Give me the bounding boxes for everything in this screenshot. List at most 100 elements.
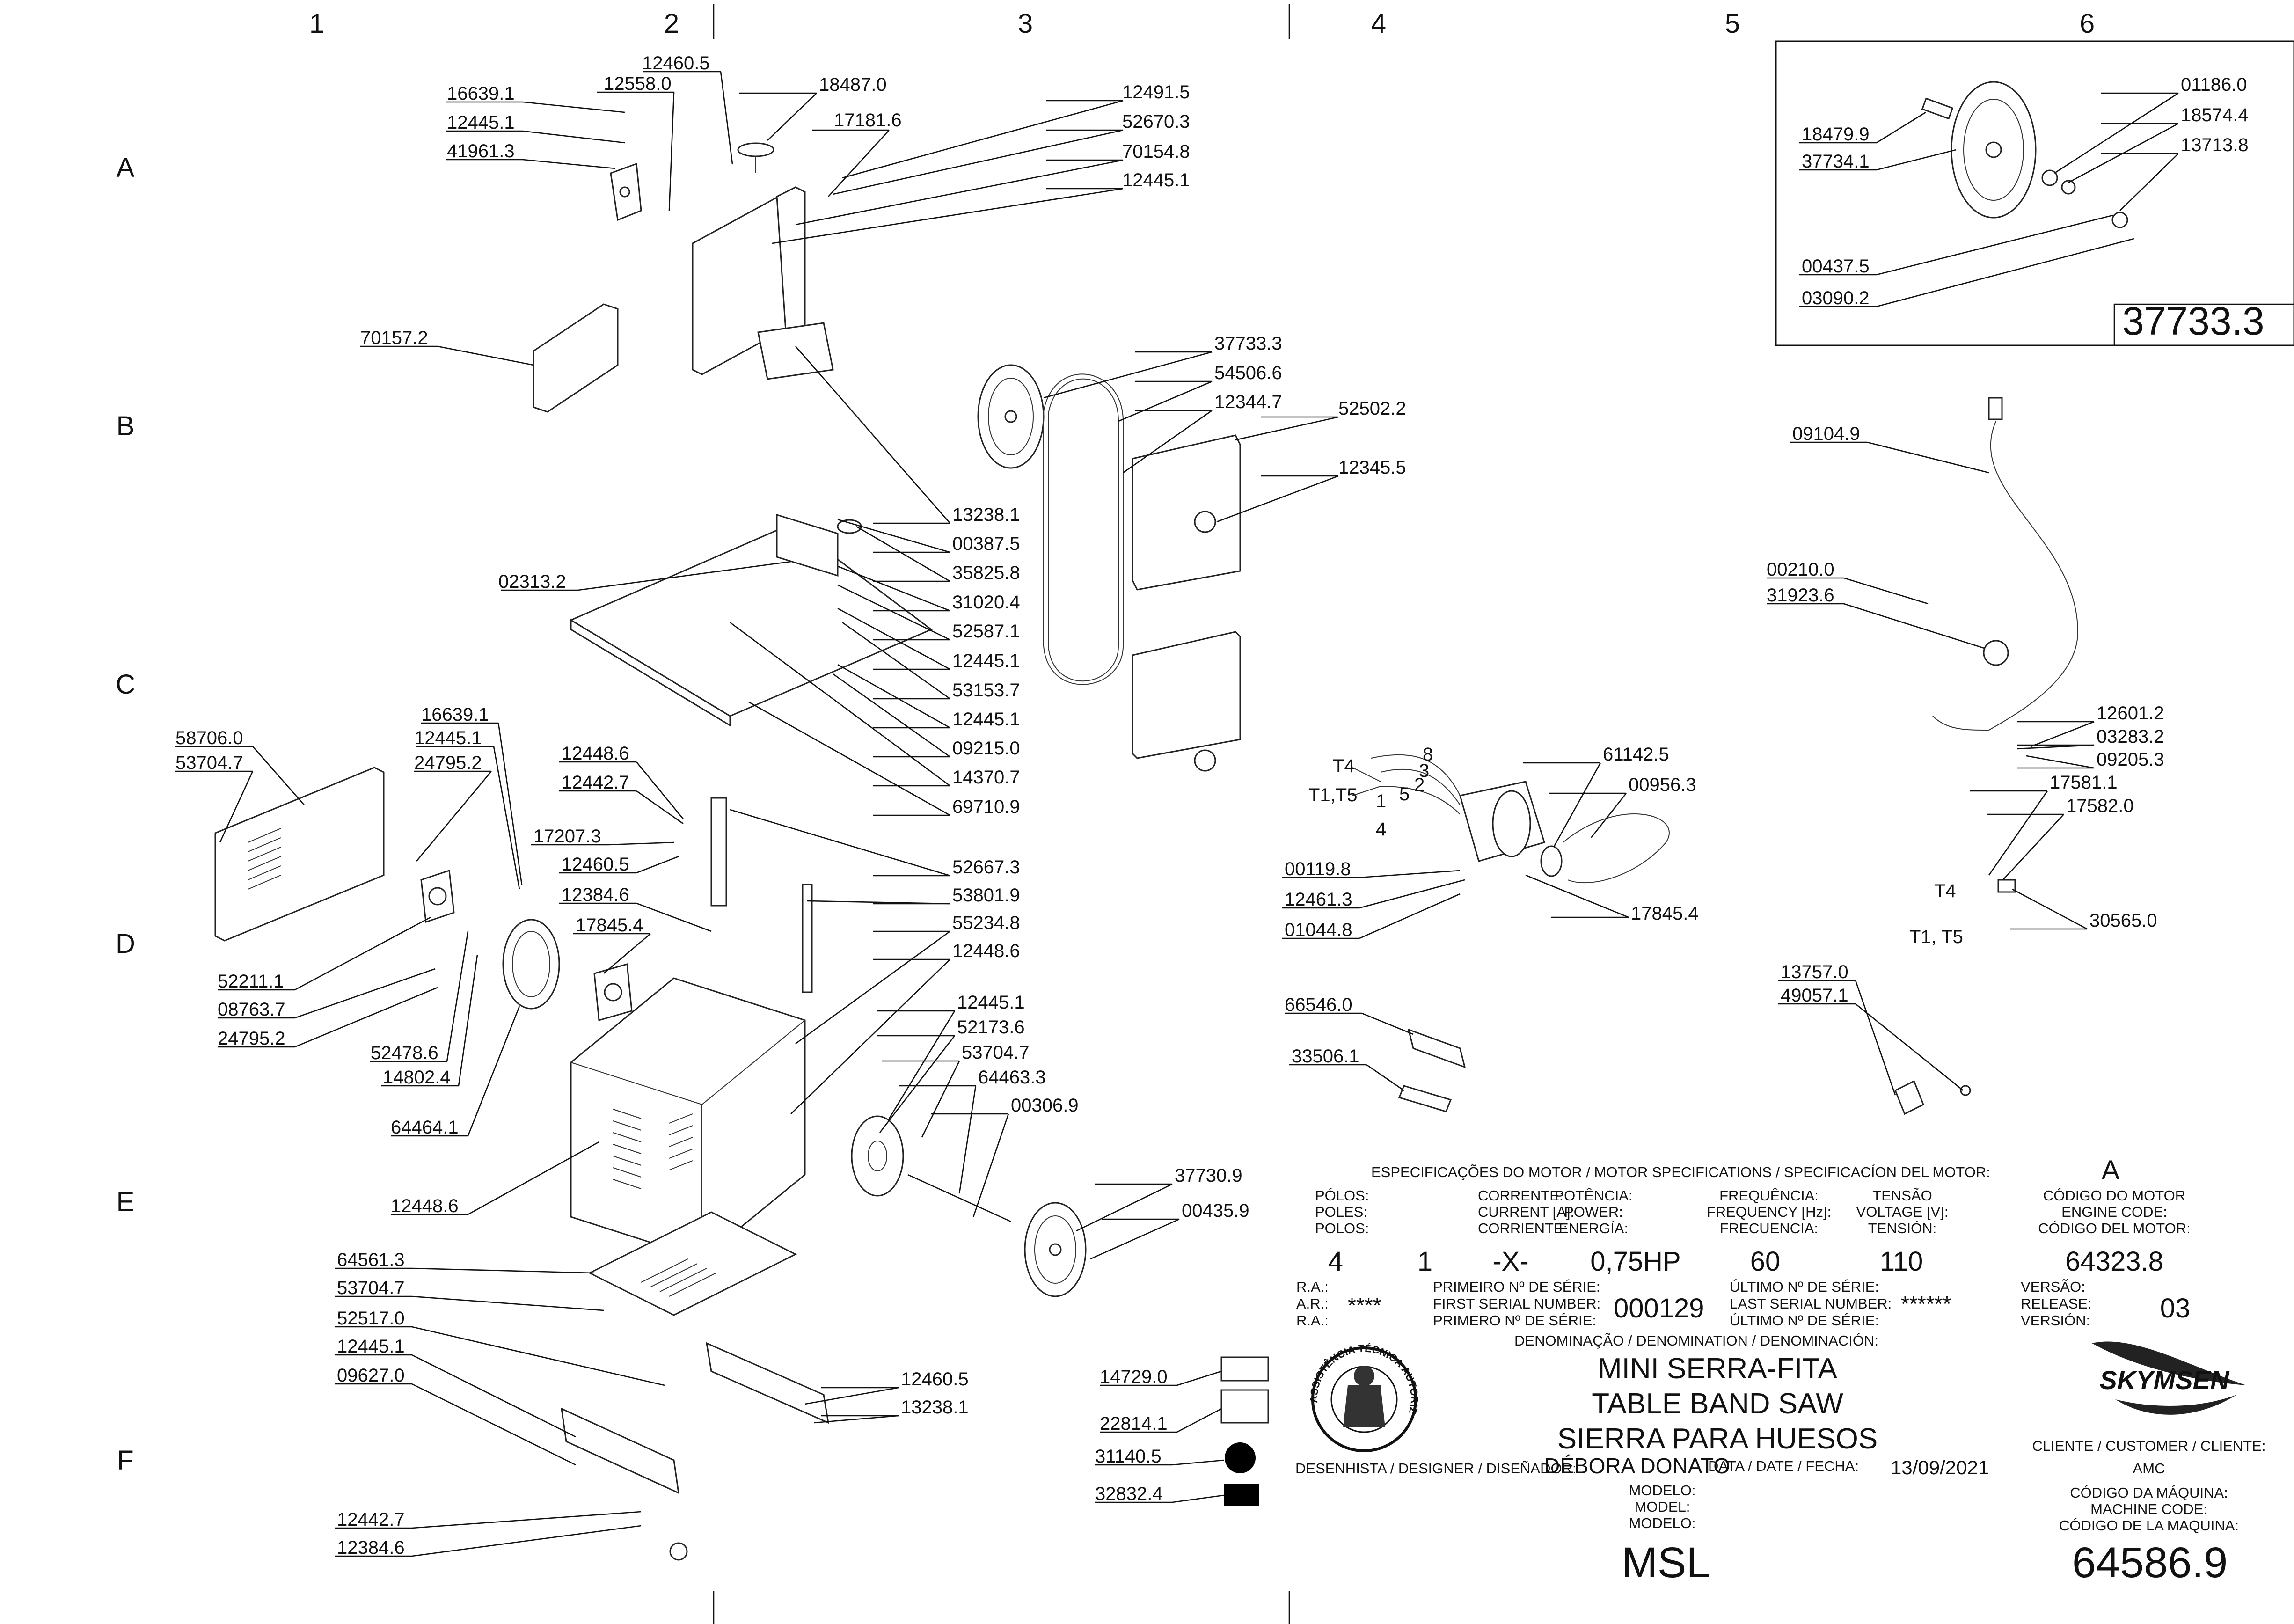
- grid-col-3: 3: [1018, 8, 1033, 39]
- leader-line: [411, 1354, 576, 1438]
- part-label-12445-1: 12445.1: [414, 728, 482, 748]
- leader-line: [833, 673, 950, 758]
- leader-line: [837, 664, 950, 729]
- lower-wheel-left: [502, 919, 560, 1010]
- hdr-power-en: POWER:: [1564, 1204, 1623, 1220]
- grid-labels: 1 2 3 4 5 6 A B C D E F: [116, 4, 2095, 1624]
- part-label-12448-6: 12448.6: [952, 941, 1020, 961]
- right-foot: [706, 1342, 829, 1424]
- leader-line: [1553, 762, 1601, 848]
- wire-number-8: 8: [1423, 744, 1433, 765]
- leader-line: [1855, 980, 1896, 1096]
- leader-line: [522, 101, 625, 113]
- leader-line: [2026, 755, 2095, 769]
- grid-row-B: B: [117, 411, 135, 441]
- part-label-52517-0: 52517.0: [337, 1308, 405, 1329]
- cable-gland: [1983, 640, 2009, 666]
- leader-line: [1235, 416, 1339, 441]
- tray-vents: [641, 1258, 716, 1297]
- power-cable: [1988, 421, 2079, 731]
- leader-line: [837, 584, 950, 641]
- part-label-16639-1: 16639.1: [421, 704, 489, 725]
- part-label-12445-1: 12445.1: [957, 992, 1025, 1013]
- leader-line: [522, 130, 625, 144]
- hdr-power-es: ENERGÍA:: [1559, 1220, 1628, 1236]
- leader-line: [1359, 870, 1461, 878]
- leader-line: [2031, 721, 2095, 747]
- skymsen-logo: SKYMSEN: [2092, 1341, 2246, 1415]
- column-tube: [710, 797, 727, 907]
- part-label-53704-7: 53704.7: [175, 753, 243, 773]
- motor-pulley: [1540, 845, 1563, 877]
- power-cable-branch: [1932, 716, 1989, 731]
- leader-line: [1876, 111, 1926, 144]
- part-label-35825-8: 35825.8: [952, 563, 1020, 583]
- grid-row-D: D: [116, 929, 135, 959]
- housing-knob: [1194, 511, 1216, 533]
- value-current: -X-: [1492, 1246, 1528, 1277]
- motor-wires: [1371, 754, 1461, 815]
- last-serial-label-en: LAST SERIAL NUMBER:: [1730, 1295, 1892, 1312]
- part-label-00306-9: 00306.9: [1011, 1095, 1079, 1116]
- model-label-pt: MODELO:: [1629, 1482, 1696, 1499]
- part-label-09104-9: 09104.9: [1792, 424, 1860, 444]
- leader-line: [2012, 888, 2088, 930]
- leader-line: [888, 1010, 956, 1119]
- ra-value: ****: [1348, 1293, 1381, 1317]
- part-illustrations: [214, 81, 2128, 1561]
- leader-line: [1876, 149, 1957, 171]
- part-label-49057-1: 49057.1: [1781, 985, 1848, 1006]
- date-label: DATA / DATE / FECHA:: [1708, 1458, 1859, 1474]
- part-label-18574-4: 18574.4: [2181, 105, 2249, 125]
- part-label-00435-9: 00435.9: [1182, 1200, 1249, 1221]
- leader-line: [411, 1525, 642, 1557]
- wire-number-4: 4: [1376, 819, 1386, 840]
- brand-name: SKYMSEN: [2100, 1365, 2230, 1395]
- designer-name: DÉBORA DONATO: [1544, 1454, 1730, 1478]
- leader-line: [1176, 1408, 1222, 1433]
- upper-right-housing: [1132, 434, 1241, 591]
- grid-col-5: 5: [1725, 8, 1740, 39]
- part-label-53704-7: 53704.7: [962, 1042, 1030, 1063]
- leader-line: [2016, 744, 2095, 750]
- ra-label-3: R.A.:: [1296, 1312, 1329, 1329]
- bottom-tray: [588, 1211, 797, 1316]
- part-label-17582-0: 17582.0: [2066, 796, 2134, 816]
- leader-line: [577, 561, 791, 591]
- leader-line: [493, 746, 520, 890]
- leader-line: [828, 130, 890, 197]
- side-panel: [214, 767, 385, 942]
- machine-code-label-en: MACHINE CODE:: [2090, 1501, 2207, 1517]
- hdr-current-es: CORRIENTE:: [1478, 1220, 1567, 1236]
- hdr-voltage-es: TENSIÓN:: [1868, 1220, 1936, 1236]
- part-label-14370-7: 14370.7: [952, 767, 1020, 788]
- leader-line: [1867, 441, 1989, 474]
- part-label-12445-1: 12445.1: [447, 112, 515, 133]
- part-label-41961-3: 41961.3: [447, 141, 515, 161]
- part-label-13713-8: 13713.8: [2181, 135, 2249, 155]
- part-label-18479-9: 18479.9: [1802, 124, 1870, 145]
- leader-line: [294, 987, 438, 1048]
- rubber-foot: [669, 1542, 688, 1561]
- part-label-13238-1: 13238.1: [901, 1397, 969, 1418]
- version-label-es: VERSIÓN:: [2021, 1312, 2090, 1329]
- part-label-17845-4: 17845.4: [576, 915, 643, 936]
- part-label-52587-1: 52587.1: [952, 621, 1020, 642]
- wiring-leader-t4: [1352, 767, 1381, 782]
- wiring-label-t1t5: T1,T5: [1308, 785, 1357, 805]
- work-table-edge: [570, 619, 731, 727]
- name-es: SIERRA PARA HUESOS: [1557, 1423, 1878, 1455]
- grid-row-C: C: [116, 669, 135, 700]
- part-label-64561-3: 64561.3: [337, 1250, 405, 1270]
- part-label-00210-0: 00210.0: [1767, 559, 1834, 580]
- leader-line: [636, 902, 712, 932]
- leader-line: [1988, 790, 2048, 876]
- leader-line: [416, 771, 492, 862]
- drive-pulley-hub: [868, 1141, 887, 1171]
- value-motor-code: 64323.8: [2065, 1246, 2163, 1277]
- leader-line: [411, 1511, 642, 1529]
- grid-row-A: A: [117, 153, 135, 183]
- wire-number-1: 1: [1376, 791, 1386, 812]
- grid-row-F: F: [117, 1445, 133, 1476]
- wiring-leader-t1t5: [1352, 786, 1381, 796]
